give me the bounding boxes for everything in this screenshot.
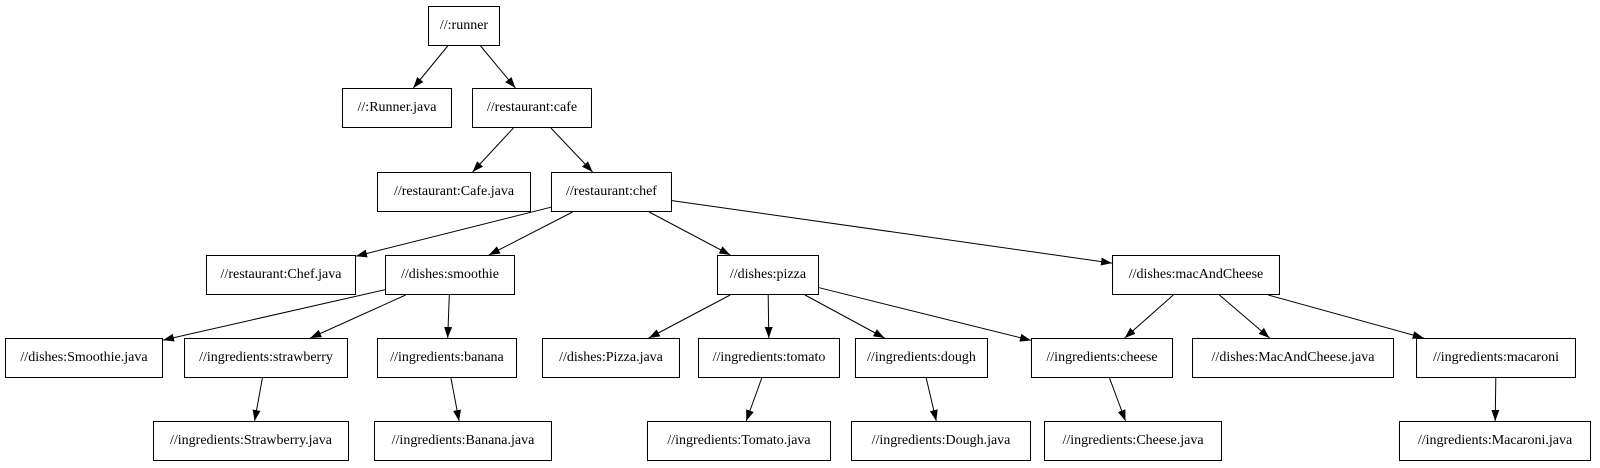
- node-macandcheese-java: //dishes:MacAndCheese.java: [1192, 338, 1394, 378]
- edge-chef-pizza: [648, 211, 731, 256]
- edge-chef-chef_java: [355, 206, 552, 258]
- node-banana-java: //ingredients:Banana.java: [374, 421, 552, 461]
- node-macaroni-java: //ingredients:Macaroni.java: [1399, 421, 1591, 461]
- node-restaurant-cafe: //restaurant:cafe: [472, 88, 592, 128]
- edge-chef-macandcheese: [671, 200, 1113, 266]
- edge-banana-banana_java: [450, 377, 461, 422]
- node-cafe-java: //restaurant:Cafe.java: [377, 172, 531, 212]
- node-ingredients-macaroni: //ingredients:macaroni: [1416, 338, 1576, 378]
- edge-smoothie-banana: [444, 294, 453, 339]
- node-ingredients-tomato: //ingredients:tomato: [698, 338, 840, 378]
- node-tomato-java: //ingredients:Tomato.java: [647, 421, 831, 461]
- node-dough-java: //ingredients:Dough.java: [851, 421, 1031, 461]
- edge-chef-smoothie: [488, 211, 573, 256]
- node-chef-java: //restaurant:Chef.java: [206, 255, 356, 295]
- edge-macandcheese-macandcheese_java: [1219, 294, 1270, 339]
- node-ingredients-cheese: //ingredients:cheese: [1031, 338, 1173, 378]
- edge-macandcheese-cheese: [1124, 294, 1174, 339]
- node-ingredients-strawberry: //ingredients:strawberry: [184, 338, 348, 378]
- edge-cheese-cheese_java: [1109, 377, 1126, 422]
- node-runner: //:runner: [428, 6, 500, 46]
- node-smoothie-java: //dishes:Smoothie.java: [5, 338, 163, 378]
- edge-runner-runner_java: [412, 45, 449, 89]
- node-ingredients-dough: //ingredients:dough: [855, 338, 988, 378]
- edge-macaroni-macaroni_java: [1491, 377, 1500, 422]
- node-restaurant-chef: //restaurant:chef: [551, 172, 672, 212]
- edge-pizza-tomato: [764, 294, 773, 339]
- node-dishes-smoothie: //dishes:smoothie: [385, 255, 515, 295]
- node-dishes-pizza: //dishes:pizza: [717, 255, 819, 295]
- node-ingredients-banana: //ingredients:banana: [377, 338, 517, 378]
- node-pizza-java: //dishes:Pizza.java: [542, 338, 680, 378]
- edge-cafe-chef: [550, 127, 593, 173]
- edge-strawberry-strawberry_java: [252, 377, 263, 422]
- edge-smoothie-strawberry: [310, 294, 406, 339]
- node-dishes-macandcheese: //dishes:macAndCheese: [1112, 255, 1280, 295]
- node-strawberry-java: //ingredients:Strawberry.java: [153, 421, 349, 461]
- node-runner-java: //:Runner.java: [342, 88, 452, 128]
- edge-pizza-cheese: [818, 287, 1032, 342]
- edge-pizza-dough: [804, 294, 885, 339]
- edge-dough-dough_java: [925, 377, 938, 422]
- edge-runner-cafe: [480, 45, 516, 89]
- edge-smoothie-smoothie_java: [162, 289, 386, 342]
- edge-macandcheese-macaroni: [1268, 294, 1424, 339]
- node-cheese-java: //ingredients:Cheese.java: [1044, 421, 1222, 461]
- edge-tomato-tomato_java: [745, 377, 763, 422]
- edge-pizza-pizza_java: [648, 294, 731, 339]
- edge-cafe-cafe_java: [472, 127, 514, 173]
